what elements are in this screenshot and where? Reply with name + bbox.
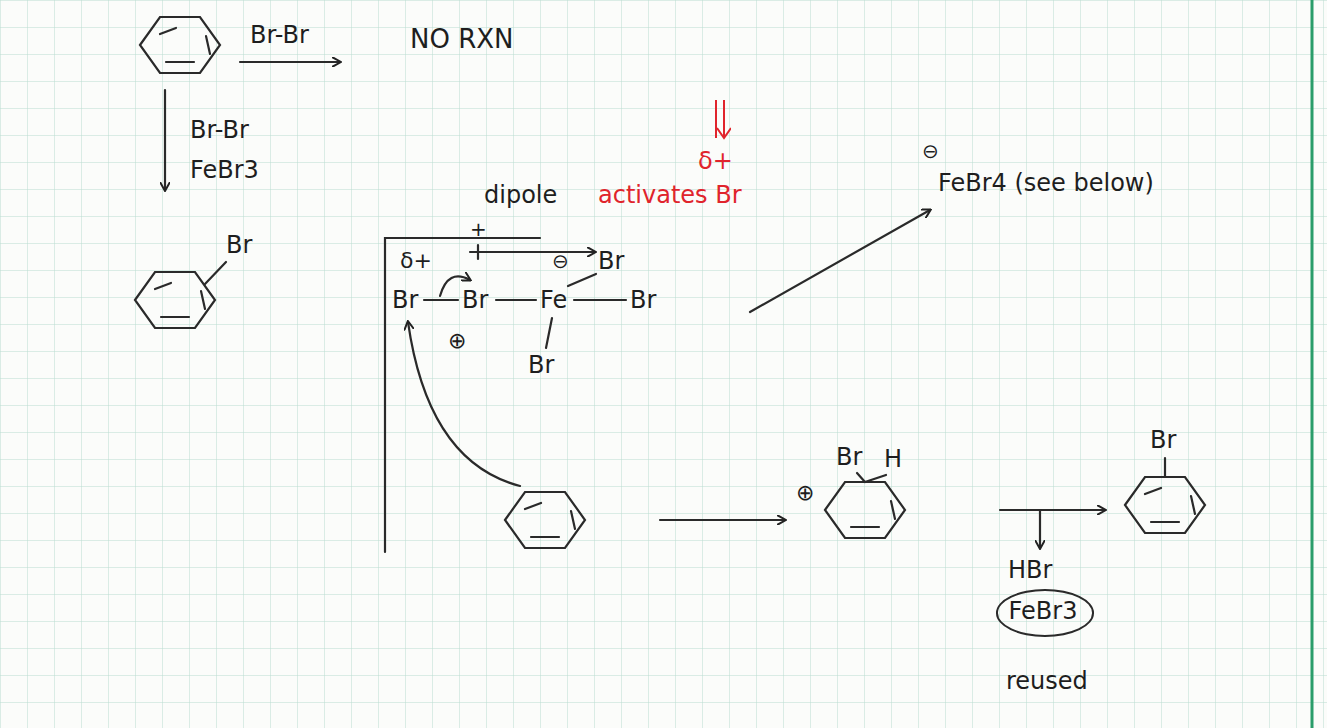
note-label: NO RXN (410, 24, 514, 54)
bond (857, 473, 865, 482)
note-label: ⊖ (922, 136, 939, 166)
bond (205, 262, 226, 284)
note-label: activates Br (598, 180, 742, 210)
note-label: Fe (540, 285, 567, 315)
dipole-arrow (470, 251, 595, 253)
reaction-arrow (240, 61, 340, 63)
benzene-ring (825, 482, 905, 538)
note-label: Br (226, 230, 252, 260)
emphasis-arrow (715, 100, 717, 138)
ring-double-bonds (155, 283, 205, 317)
bond (424, 299, 458, 301)
reaction-arrow (660, 519, 785, 521)
note-label: δ+ (698, 146, 733, 176)
note-label: FeBr3 (190, 155, 259, 185)
bond (546, 318, 552, 348)
benzene-ring (1125, 477, 1205, 533)
note-label: H (884, 444, 902, 474)
circled-catalyst: FeBr3 (996, 589, 1095, 637)
note-label: Br (528, 350, 554, 380)
note-label: FeBr4 (see below) (938, 168, 1154, 198)
note-label: reused (1006, 666, 1088, 696)
node-text: FeBr3 (1009, 596, 1082, 626)
note-label: HBr (1008, 555, 1052, 585)
ring-double-bonds (160, 28, 210, 62)
note-label: Br (630, 285, 656, 315)
bond (574, 299, 626, 301)
ring-double-bonds (851, 501, 895, 527)
note-label: Br (462, 285, 488, 315)
note-label: + (470, 214, 487, 244)
benzene-ring (135, 272, 215, 328)
note-label: dipole (484, 180, 557, 210)
note-label: ⊕ (448, 326, 466, 356)
bond (865, 475, 886, 482)
ring-double-bonds (1145, 488, 1195, 522)
note-label: ⊕ (796, 478, 814, 508)
emphasis-arrow (723, 100, 725, 138)
curved-arrow (408, 322, 520, 486)
byproduct-arrow (1039, 510, 1041, 548)
note-label: δ+ (400, 246, 432, 276)
benzene-ring (140, 17, 220, 73)
ring-double-bonds (525, 503, 575, 537)
note-label: Br (1150, 425, 1176, 455)
bond (568, 274, 596, 286)
reaction-arrow (164, 90, 166, 190)
bond (496, 299, 536, 301)
note-label: ⊖ (552, 246, 569, 276)
benzene-ring (505, 492, 585, 548)
dipole-tail (477, 245, 479, 259)
note-label: Br-Br (190, 115, 249, 145)
note-label: Br (392, 285, 418, 315)
reaction-arrow (750, 210, 930, 312)
reaction-arrow (1000, 509, 1105, 511)
note-label: Br (598, 246, 624, 276)
note-label: Br-Br (250, 20, 309, 50)
note-label: Br (836, 442, 862, 472)
bond (1164, 458, 1166, 477)
margin-line (1311, 0, 1314, 728)
